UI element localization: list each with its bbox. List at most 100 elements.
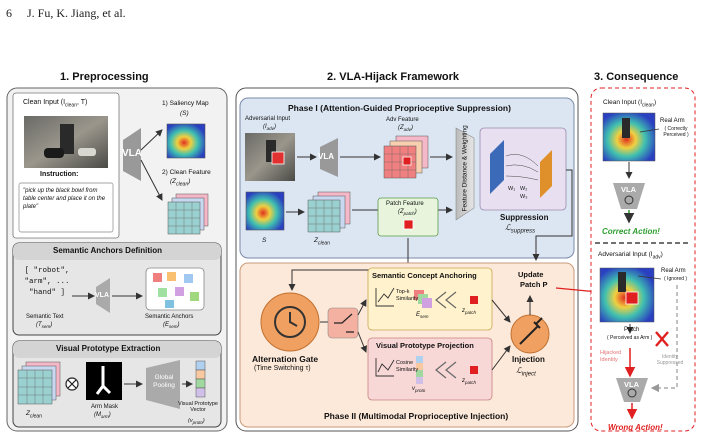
- sca-arrows-icon: [435, 291, 457, 309]
- switch-box[interactable]: [327, 307, 359, 339]
- semantic-text-symbol: (Tsem): [36, 322, 53, 330]
- suppressed-arrow: [650, 285, 678, 393]
- vpp-patch-marker: [470, 366, 478, 374]
- global-pooling-label: Global Pooling: [153, 374, 175, 389]
- adv-input-label: Adversarial Input: [245, 116, 291, 122]
- adv-input-symbol: (Iadv): [263, 124, 276, 132]
- adv-feature-stack: [383, 135, 429, 179]
- gate-sublabel: (Time Switching τ): [254, 365, 311, 372]
- vp-title-bar: [13, 341, 221, 358]
- saliency-map: [166, 123, 206, 159]
- vla-label-anchors: VLA: [95, 292, 109, 299]
- topk-chart-icon: [375, 287, 395, 307]
- sca-e-sem: Esem: [416, 312, 429, 320]
- w3-label: W₃: [520, 194, 528, 200]
- patch-feature-label: Patch Feature: [386, 201, 424, 207]
- adv-feature-label: Adv Feature: [386, 117, 419, 123]
- page-number: 6: [6, 6, 12, 20]
- vla-trapezoid-adv: [616, 378, 648, 402]
- w1-label: W₁: [508, 186, 516, 192]
- topk-label: Top-k Similarity: [396, 289, 419, 302]
- vpp-box: [367, 337, 493, 401]
- vla-label-pre: VLA: [122, 148, 142, 159]
- instruction-text: "pick up the black bowl from table cente…: [23, 188, 106, 211]
- page-header: 6 J. Fu, K. Jiang, et al.: [6, 6, 138, 21]
- authors: J. Fu, K. Jiang, et al.: [27, 6, 126, 20]
- suppression-label: Suppression: [500, 213, 549, 222]
- patch-p-label: Patch P: [520, 280, 548, 289]
- cross-icon: [655, 331, 669, 347]
- wrong-action: Wrong Action!: [608, 423, 663, 432]
- fdw-label: Feature Distance & Weighting: [461, 125, 469, 212]
- vla-label-clean: VLA: [621, 185, 636, 194]
- patch-feature-marker: [403, 219, 414, 230]
- real-arm-label: Real Arm: [660, 118, 685, 124]
- injection-symbol: ℒinject: [516, 366, 536, 378]
- phase1-saliency-map: [245, 191, 285, 231]
- vp-vector-label: Visual Prototype Vector: [178, 401, 218, 414]
- real-arm2-label: Real Arm: [661, 268, 686, 274]
- suppression-symbol: ℒsuppress: [505, 223, 536, 235]
- injection-label: Injection: [512, 355, 545, 364]
- anchor-words: [ "robot", "arm", ... "hand" ]: [24, 267, 70, 297]
- brain-icon-adv: [627, 388, 637, 398]
- phase1-s-label: S: [262, 237, 267, 244]
- phase1-clean-feature-stack: [307, 191, 351, 233]
- sca-z-patch: zpatch: [462, 308, 477, 316]
- clean-feature-stack: [167, 193, 209, 235]
- vla-trapezoid-pre: [123, 128, 141, 181]
- clean-feature-label: 2) Clean Feature: [162, 169, 211, 176]
- real-arm2-note: ( Ignored ): [664, 276, 688, 282]
- fdw-trapezoid: [455, 127, 475, 221]
- phase1-title: Phase I (Attention-Guided Proprioceptive…: [288, 103, 511, 113]
- v-proto-vector: [416, 356, 423, 384]
- cosine-chart-icon: [375, 358, 395, 377]
- instruction-box: [18, 182, 114, 233]
- section-title-preprocessing: 1. Preprocessing: [60, 71, 149, 83]
- patch-label: Patch: [624, 327, 640, 333]
- suppression-plane-orange: [540, 150, 552, 198]
- adv-consequence-label: Adversarial Input (Iadv): [598, 251, 663, 261]
- instruction-label: Instruction:: [40, 171, 79, 178]
- saliency-label: 1) Saliency Map: [162, 100, 209, 107]
- vpp-arrows-icon: [435, 361, 457, 379]
- vp-title: Visual Prototype Extraction: [56, 344, 161, 353]
- cosine-label: Cosine Similarity: [396, 360, 419, 373]
- switch-icon: [334, 313, 354, 333]
- suppression-plane-blue: [490, 140, 504, 194]
- vp-vector-symbol: (vproto): [188, 418, 205, 426]
- anchors-title-bar: [13, 243, 221, 260]
- vp-z-clean: Zclean: [26, 410, 42, 420]
- real-arm-note: ( Correctly Perceived ): [663, 126, 689, 138]
- phase1-z-clean: Zclean: [314, 237, 330, 247]
- phase2-title: Phase II (Multimodal Proprioceptive Inje…: [324, 411, 509, 421]
- suppression-output-arrow: [532, 169, 573, 261]
- clean-input-label: Clean Input (Iclean, T): [23, 99, 88, 109]
- vpp-title: Visual Prototype Projection: [376, 341, 474, 350]
- vp-clean-feature-stack: [17, 361, 61, 405]
- vpp-z-patch: zpatch: [462, 378, 477, 386]
- semantic-anchors-symbol: (Esem): [163, 322, 180, 330]
- vpp-v-proto: vproto: [412, 386, 426, 394]
- vp-vector: [195, 360, 206, 398]
- vla-trapezoid-anchors: [96, 278, 110, 313]
- semantic-text-label: Semantic Text: [26, 314, 64, 320]
- vla-label-adv: VLA: [624, 380, 639, 389]
- e-sem-cubes: [414, 290, 432, 308]
- sca-title: Semantic Concept Anchoring: [372, 271, 477, 280]
- vla-label-phase1: VLA: [318, 152, 334, 161]
- adv-feature-symbol: (Zadv): [398, 125, 413, 133]
- update-label: Update: [518, 270, 544, 279]
- hijacked-label: Hijacked Identity: [600, 350, 622, 363]
- brain-icon: [624, 195, 634, 205]
- saliency-symbol: (S): [180, 110, 189, 117]
- anchor-cubes: [153, 272, 199, 308]
- global-pooling-trapezoid: [146, 360, 180, 409]
- suppressed-label: Identity Suppressed: [656, 354, 684, 366]
- section-title-consequence: 3. Consequence: [594, 71, 679, 83]
- gate-label: Alternation Gate: [252, 354, 319, 364]
- w2-label: W₂: [520, 186, 528, 192]
- syringe-icon: [519, 317, 543, 345]
- arm-mask-symbol: (Marm): [94, 412, 111, 420]
